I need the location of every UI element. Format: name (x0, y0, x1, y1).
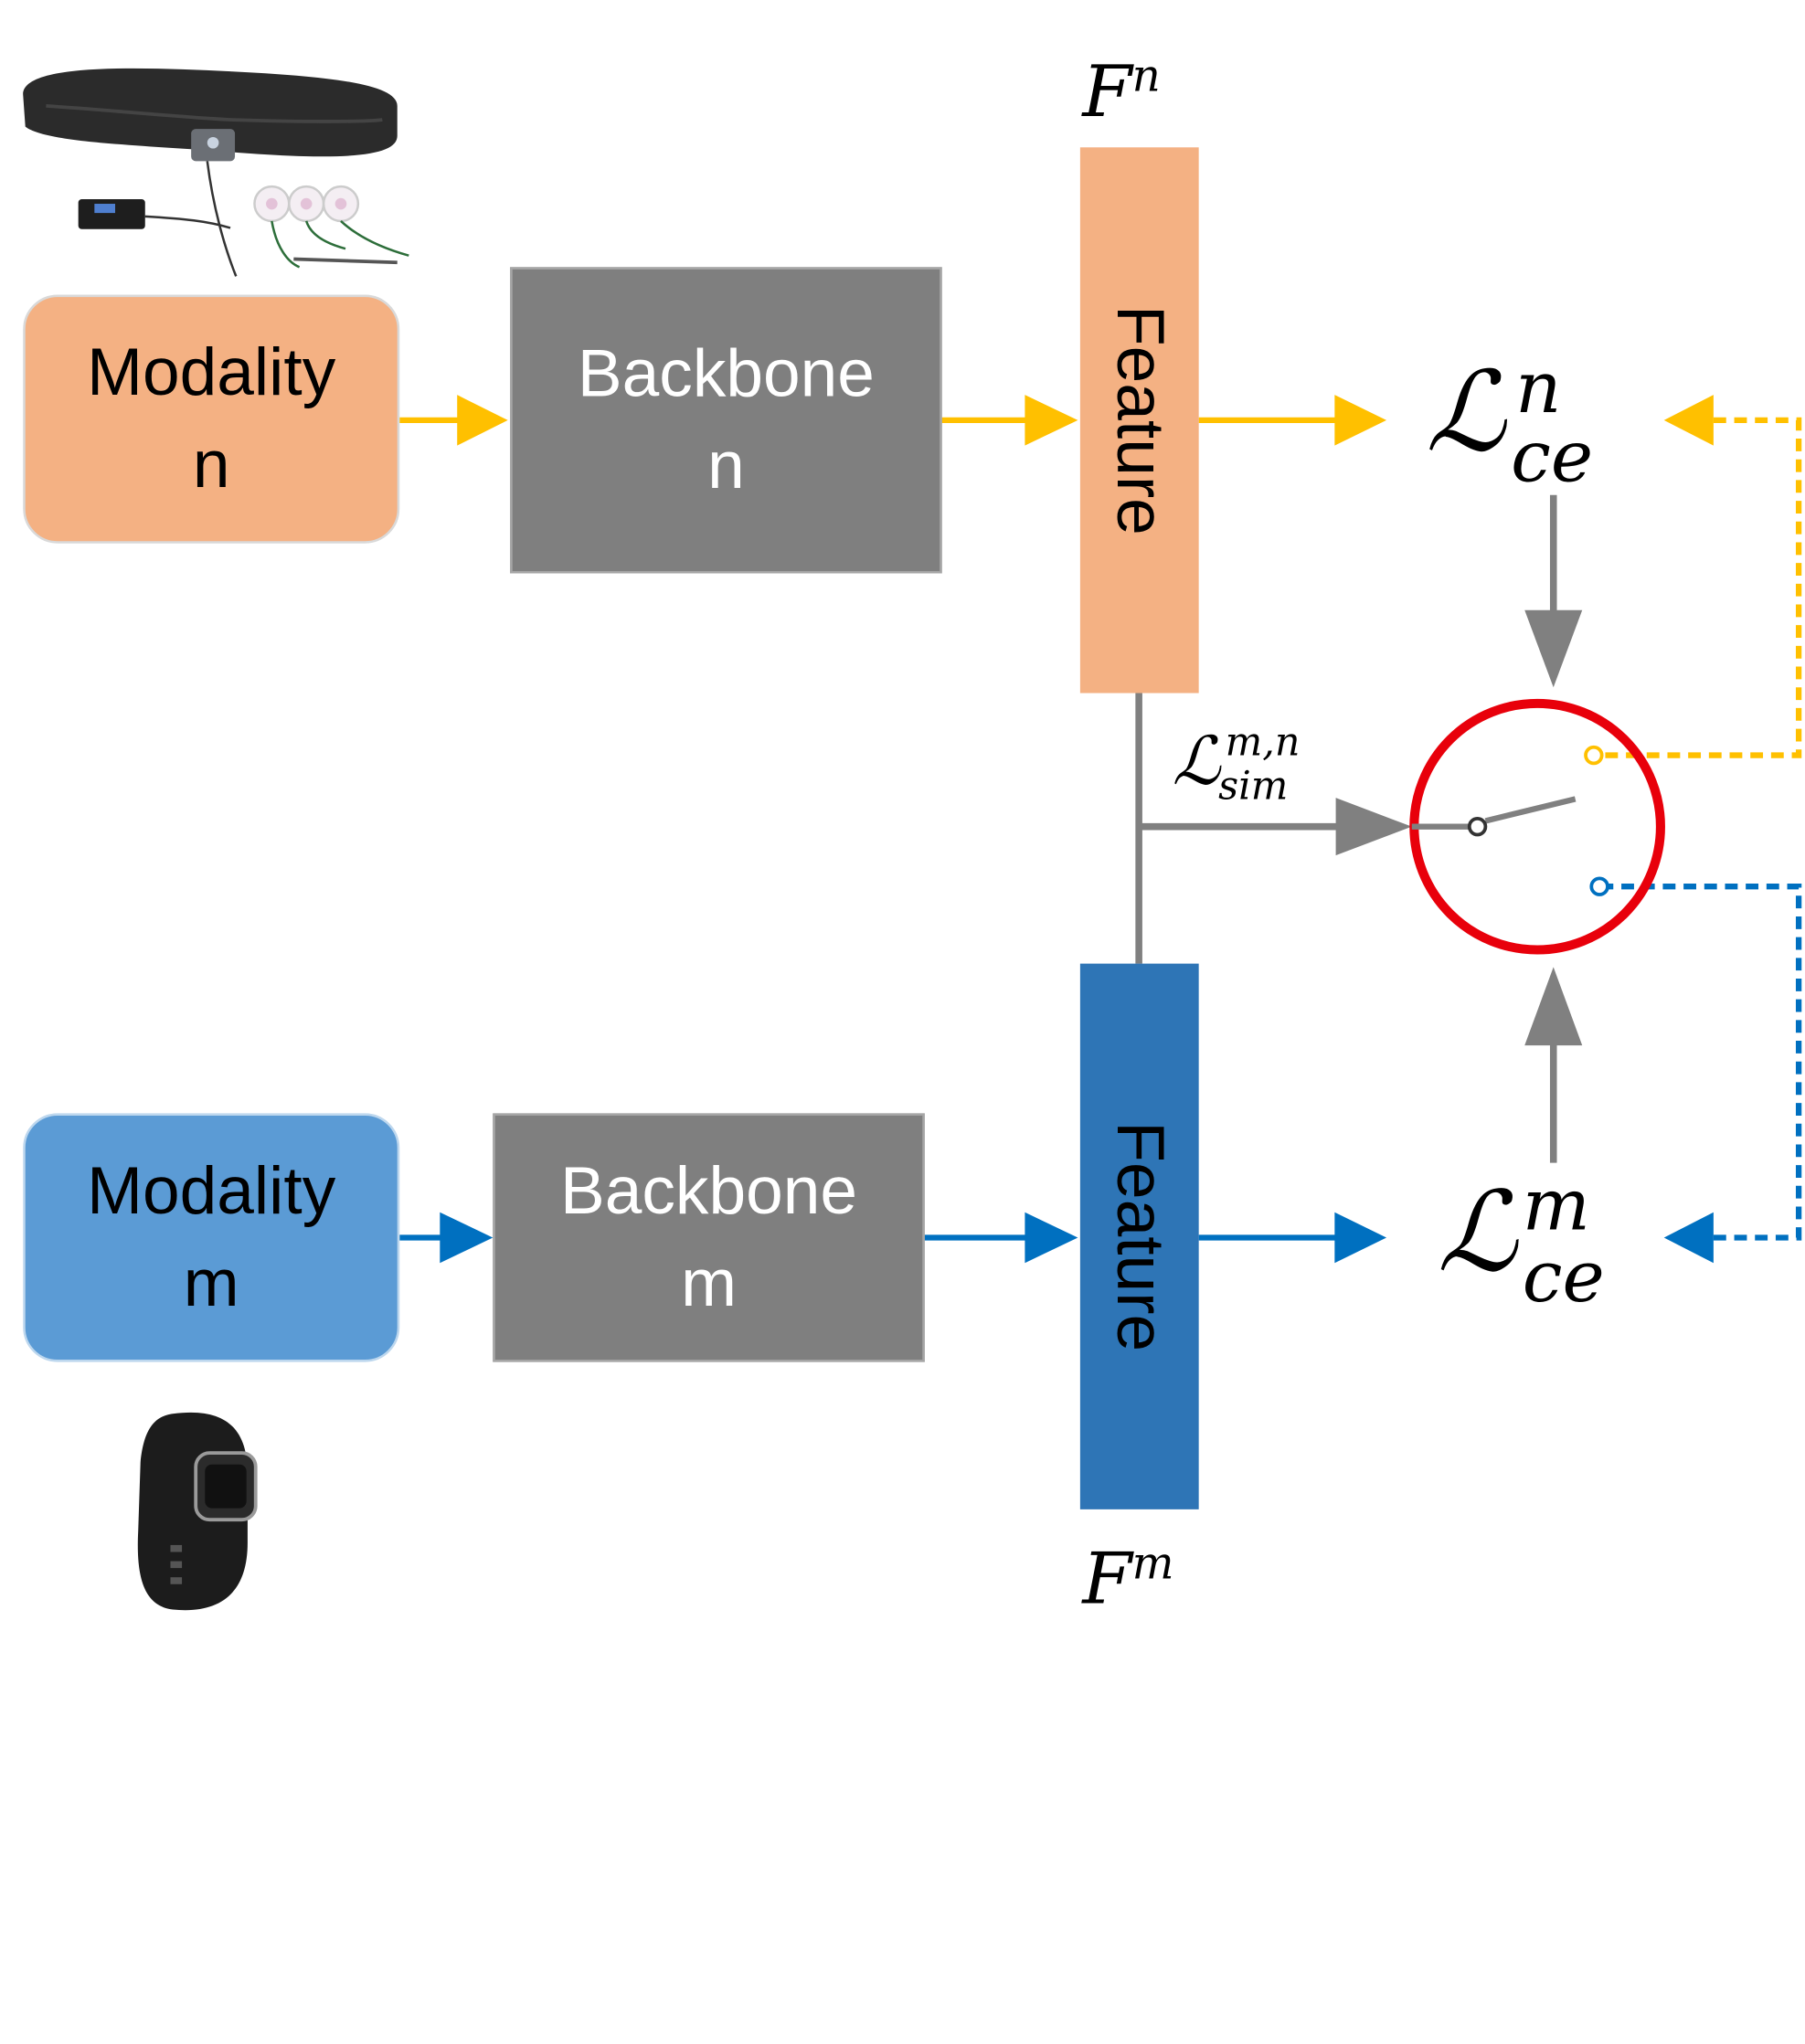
feature-n-label: Feature (1101, 304, 1177, 535)
switch-pivot (1467, 816, 1488, 837)
selection-switch (1409, 698, 1665, 955)
backbone-m-box: Backbone m (493, 1113, 925, 1362)
chest-strap-device-image (23, 68, 409, 277)
modality-n-box: Modality n (23, 294, 400, 544)
feature-m-label: Feature (1101, 1121, 1177, 1352)
modality-m-line2: m (183, 1245, 239, 1321)
loss-sim: ℒ m,n sim (1172, 719, 1301, 810)
flow-arrows-m (399, 884, 1802, 1264)
flow-arrows-n (399, 395, 1802, 758)
modality-n-line2: n (192, 427, 230, 503)
modality-m-line1: Modality (87, 1153, 336, 1229)
backbone-m-line2: m (681, 1245, 737, 1321)
backbone-n-box: Backbone n (510, 267, 942, 574)
backbone-n-line1: Backbone (577, 335, 875, 411)
switch-contact-n (1584, 745, 1604, 766)
fitness-band-device-image (137, 1412, 258, 1611)
modality-m-box: Modality m (23, 1113, 400, 1362)
feature-n-symbol: Fn (1082, 48, 1161, 133)
feature-m-bar: Feature (1079, 963, 1199, 1509)
backbone-m-line1: Backbone (559, 1153, 858, 1229)
loss-ce-m: ℒ m ce (1437, 1162, 1605, 1319)
feature-n-bar: Feature (1079, 147, 1199, 694)
feature-m-symbol: Fm (1082, 1536, 1174, 1621)
backbone-n-line2: n (707, 428, 745, 503)
switch-contact-m (1589, 876, 1609, 896)
similarity-connectors (1135, 494, 1583, 1163)
modality-n-line1: Modality (87, 334, 336, 410)
diagram-canvas (23, 68, 1802, 1611)
loss-ce-n: ℒ n ce (1425, 345, 1594, 499)
